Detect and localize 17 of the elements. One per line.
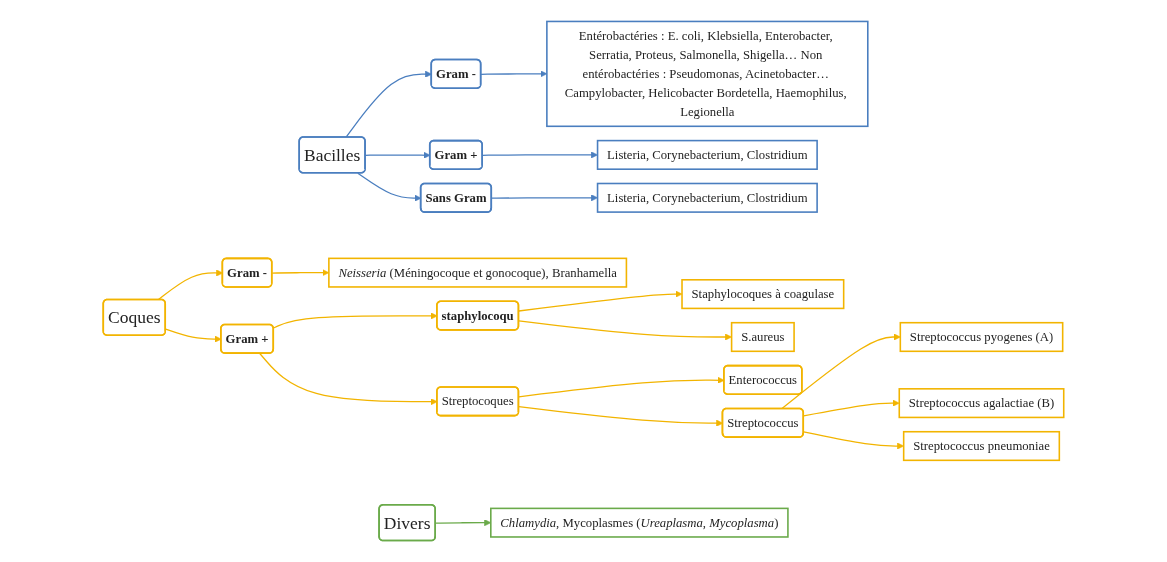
arrow: [780, 333, 901, 410]
arrow: [803, 431, 904, 450]
node-box: Streptococcus pneumoniae: [902, 430, 1061, 462]
node-box: S.aureus: [730, 321, 795, 353]
node-box: Chlamydia, Mycoplasmes (Ureaplasma, Mycoplasma): [490, 507, 789, 538]
arrow: [518, 290, 683, 312]
node-box: Entérobactéries : E. coli, Klebsiella, Enterobacter, Serratia, Proteus, Salmonella, Shigella… Non entérobactéries : Pseudomonas, Acinetobacter… Campylobacter, Helicobacter Bordetella, Haemophilus, Legionella: [546, 20, 869, 128]
arrow: [803, 399, 900, 417]
arrow: [345, 70, 432, 139]
arrow: [518, 320, 732, 341]
node-box: Streptococcus agalactiae (B): [898, 388, 1065, 419]
arrow: [491, 194, 598, 202]
node-box: Staphylocoques à coagulase: [681, 279, 845, 310]
node-box: Neisseria (Méningocoque et gonocoque), Branhamella: [328, 257, 628, 288]
node-box: Streptococcus pyogenes (A): [899, 321, 1064, 353]
node-box: Listeria, Corynebacterium, Clostridium: [596, 182, 818, 213]
node-box: Listeria, Corynebacterium, Clostridium: [596, 139, 818, 170]
